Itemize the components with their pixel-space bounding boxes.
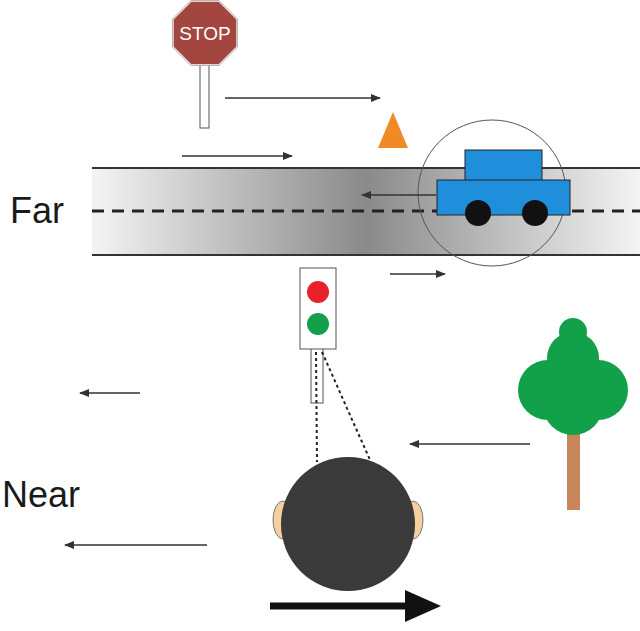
car-wheel (465, 200, 491, 226)
road-edge (92, 167, 640, 169)
region-label: Far (10, 193, 66, 229)
tree-crown (518, 318, 628, 435)
stop-sign: STOP (172, 0, 238, 66)
observer-head (281, 457, 415, 591)
sign-text: STOP (179, 24, 230, 43)
car-wheel (522, 200, 548, 226)
green-light (307, 313, 329, 335)
traffic-light (300, 268, 336, 349)
motion-arrow (65, 544, 207, 546)
car-body (437, 180, 570, 215)
motion-arrow (225, 97, 380, 99)
car-cabin (465, 150, 542, 182)
road-edge (92, 254, 640, 256)
motion-arrow (182, 155, 292, 157)
motion-arrow (410, 443, 530, 445)
region-label: Near (2, 477, 80, 513)
motion-arrow (80, 392, 140, 394)
observer-motion-head (405, 590, 441, 622)
observer-motion (270, 603, 420, 610)
motion-arrow (362, 194, 436, 196)
motion-arrow (390, 273, 445, 275)
red-light (307, 281, 329, 303)
gaze-line (316, 352, 317, 462)
traffic-cone (378, 112, 408, 148)
sign-pole (200, 60, 209, 128)
gaze-line (322, 352, 370, 460)
road (92, 168, 640, 255)
